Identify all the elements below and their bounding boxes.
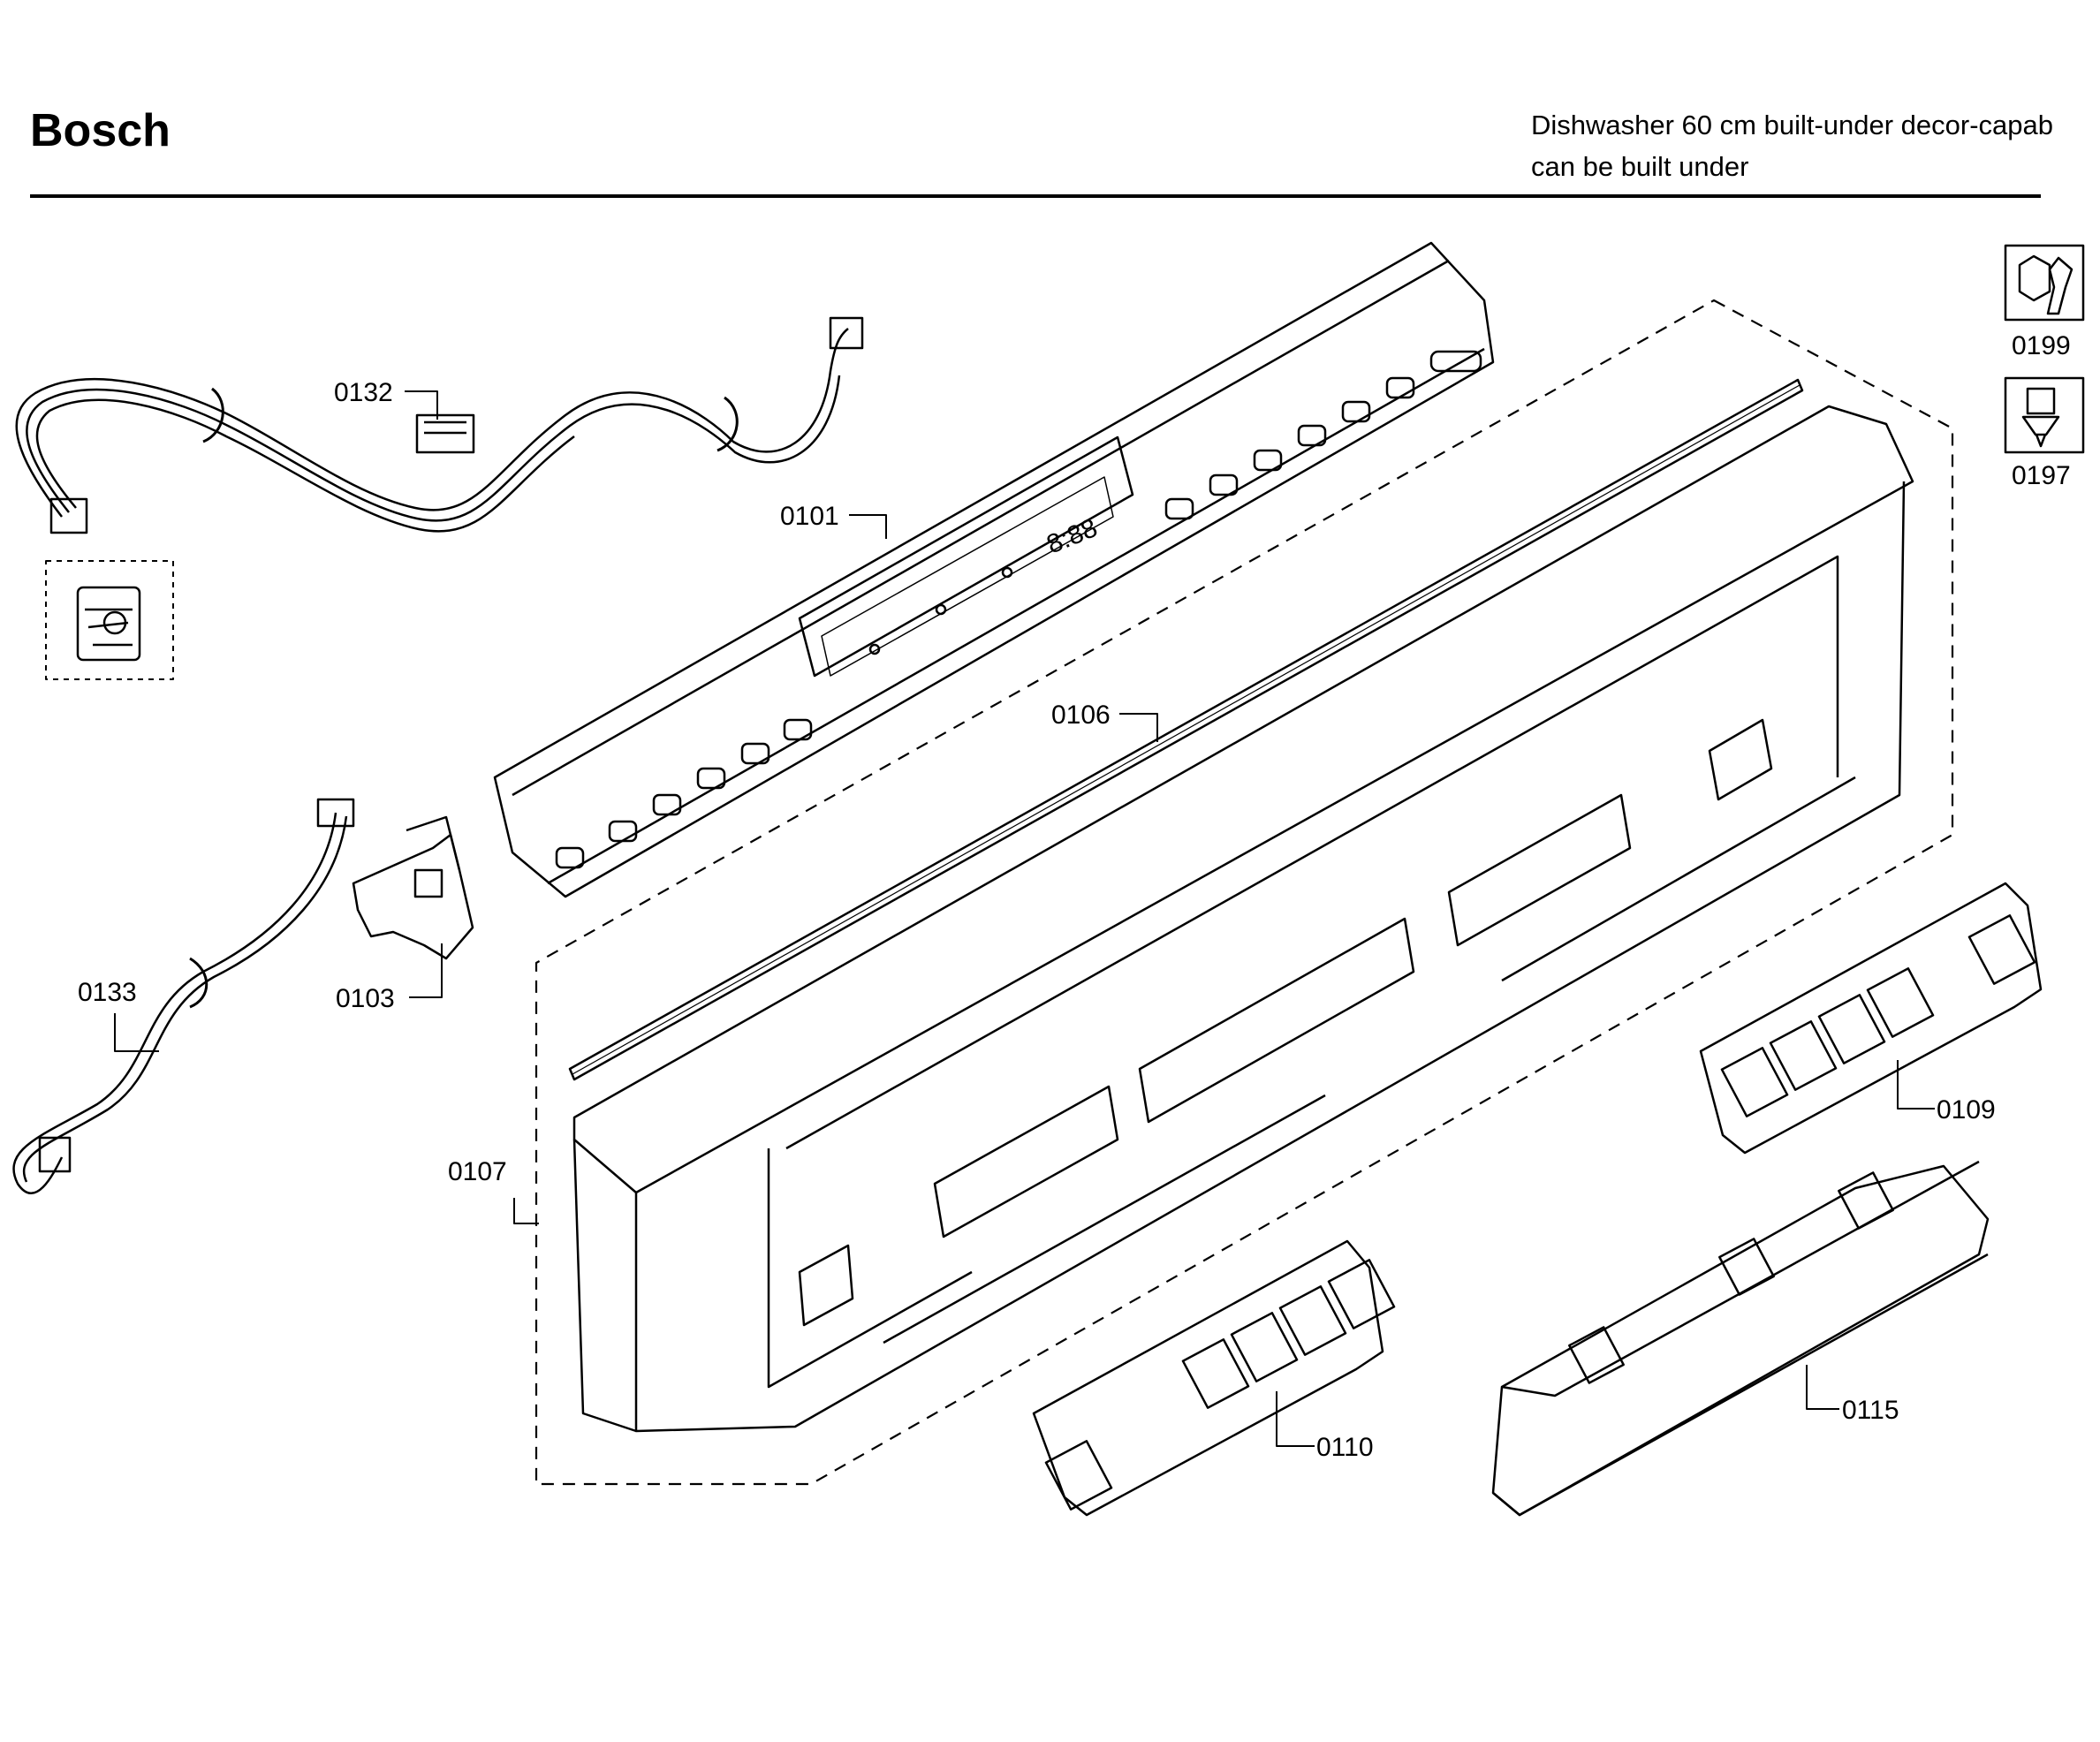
- harness-plug: [415, 413, 475, 454]
- display-window: [798, 436, 1134, 678]
- harness-end-plug: [829, 316, 864, 350]
- part-label-0101[interactable]: 0101: [780, 502, 839, 531]
- leader-lines: [114, 390, 1935, 1447]
- part-label-0103[interactable]: 0103: [336, 984, 395, 1013]
- part-label-0132[interactable]: 0132: [334, 378, 393, 407]
- part-label-0107[interactable]: 0107: [448, 1157, 507, 1186]
- header-rule: [30, 194, 2041, 198]
- assembly-outline: [534, 299, 1954, 1486]
- part-label-0109[interactable]: 0109: [1937, 1095, 1996, 1125]
- part-label-0115[interactable]: 0115: [1842, 1396, 1899, 1425]
- wrench-nut-icon: [2004, 244, 2085, 322]
- wire-harness-0132[interactable]: [15, 316, 864, 534]
- part-label-0133[interactable]: 0133: [78, 978, 137, 1007]
- tool-label-0199[interactable]: 0199: [2012, 331, 2071, 360]
- cable-plug: [316, 798, 355, 828]
- screwdriver-screw-icon: [2004, 376, 2085, 454]
- harness-end-plug: [49, 497, 88, 534]
- seal-strip-0106[interactable]: [568, 378, 1804, 1081]
- tool-label-0197[interactable]: 0197: [2012, 461, 2071, 490]
- fascia-housing-0107[interactable]: [572, 405, 1914, 1433]
- model-title: Dishwasher 60 cm built-under decor-capab…: [1531, 104, 2053, 187]
- key-carrier-0109[interactable]: [1699, 882, 2043, 1155]
- key-guides-left: [555, 718, 813, 869]
- cable-0133[interactable]: [12, 798, 355, 1194]
- part-label-0110[interactable]: 0110: [1316, 1433, 1374, 1462]
- control-panel-0101[interactable]: 8:88: [493, 241, 1495, 898]
- part-label-0106[interactable]: 0106: [1051, 701, 1111, 730]
- key-carrier-0110[interactable]: [1032, 1239, 1396, 1517]
- model-title-line2: can be built under: [1531, 151, 1749, 182]
- switch-unit-0103[interactable]: [352, 815, 474, 960]
- model-title-line1: Dishwasher 60 cm built-under decor-capab: [1531, 110, 2054, 140]
- cable-plug: [38, 1136, 72, 1173]
- display-readout: 8:88: [1042, 513, 1102, 559]
- cover-tray-0115[interactable]: [1491, 1160, 1990, 1517]
- brand-name: Bosch: [30, 105, 171, 156]
- detail-box: [45, 560, 174, 680]
- key-guides-right: [1164, 350, 1482, 520]
